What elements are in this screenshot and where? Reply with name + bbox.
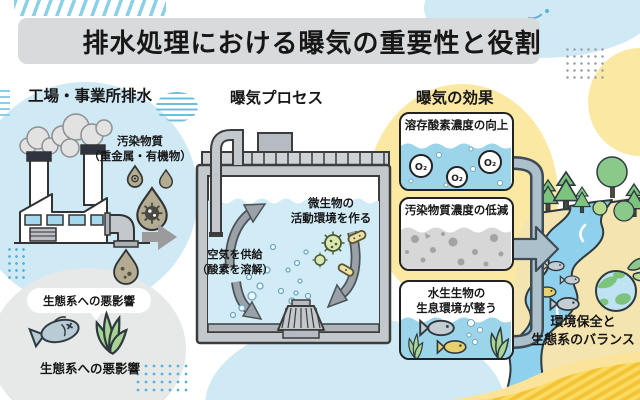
factory-scene <box>14 113 177 285</box>
leaf-icon <box>632 271 640 282</box>
bubbles-icon <box>229 243 312 319</box>
particles-icon <box>405 232 504 267</box>
stripes-pattern <box>14 0 166 16</box>
wave-decor <box>450 352 640 400</box>
bubbles-icon <box>466 319 483 345</box>
dots-pattern <box>564 46 606 82</box>
section-heading-process: 曝気プロセス <box>230 89 324 107</box>
dot-decor <box>545 9 549 13</box>
o2-water-graphic: O₂ O₂ O₂ <box>401 143 511 189</box>
wastewater-pipe-icon <box>104 212 139 248</box>
microbes-icon <box>312 229 367 277</box>
inlet-pipe-icon <box>209 129 244 237</box>
habitat-graphic <box>401 317 511 358</box>
seaweed-icon <box>95 310 129 355</box>
stripe-ball-decor <box>156 92 198 122</box>
ecosystem-damage-bubble: 生態系への悪影響 <box>27 288 151 320</box>
ticks-pattern <box>0 86 10 116</box>
ecosystem-damage-caption: 生態系への悪影響 <box>39 361 140 376</box>
pollutant-droplet-icon <box>113 164 174 285</box>
diffuser-icon <box>277 299 325 339</box>
tree-icon <box>592 156 635 222</box>
svg-text:O₂: O₂ <box>415 162 427 173</box>
svg-text:O₂: O₂ <box>484 158 496 169</box>
fish-icon <box>419 318 467 355</box>
pollutant-label: 汚染物質 （重金属・有機物） <box>88 134 192 163</box>
dead-fish-icon <box>27 316 80 349</box>
factory-icon <box>14 144 150 244</box>
card-title: 汚染物質濃度の低減 <box>404 203 509 217</box>
leaf-icon <box>627 257 640 271</box>
card-title: 水生生物の 生息環境が整う <box>416 286 497 315</box>
dots-pattern <box>6 246 26 280</box>
outcome-caption: 環境保全と 生態系のバランス <box>531 315 635 348</box>
aeration-tank-scene <box>195 129 392 345</box>
seaweed-icon <box>408 325 510 358</box>
arrow-right-icon <box>142 224 177 250</box>
dots-pattern <box>134 362 190 392</box>
effect-card-habitat: 水生生物の 生息環境が整う <box>399 280 514 360</box>
effect-card-pollutant: 汚染物質濃度の低減 <box>399 197 514 271</box>
microbe-label: 微生物の 活動環境を作る <box>290 196 372 225</box>
card-title: 溶存酸素濃度の向上 <box>404 118 509 132</box>
effect-card-oxygen: 溶存酸素濃度の向上 O₂ O₂ O₂ <box>399 112 514 191</box>
title-banner: 排水処理における曝気の重要性と役割 <box>18 18 542 64</box>
connector-arrow-icon <box>510 156 560 349</box>
air-supply-label: 空気を供給 （酸素を溶解） <box>196 248 274 276</box>
smoke-icon <box>19 113 113 158</box>
page-title: 排水処理における曝気の重要性と役割 <box>82 28 542 59</box>
svg-text:O₂: O₂ <box>451 174 463 184</box>
section-heading-source: 工場・事業所排水 <box>28 87 153 105</box>
dead-fish-seaweed-scene <box>27 310 129 355</box>
section-heading-effects: 曝気の効果 <box>416 89 494 107</box>
earth-icon <box>595 257 640 312</box>
o2-bubble-icon: O₂ O₂ O₂ <box>409 150 502 188</box>
particles-graphic <box>401 227 511 269</box>
